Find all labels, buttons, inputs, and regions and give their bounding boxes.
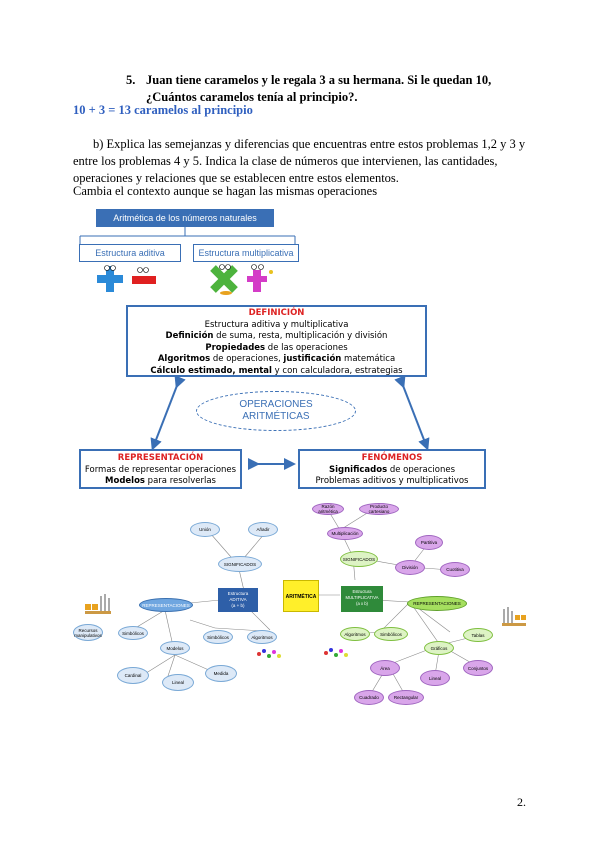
beads-left-icon xyxy=(257,649,281,658)
node-simbolicos-left: Simbólicos xyxy=(118,626,148,640)
representation-line-2: Modelos para resolverlas xyxy=(105,476,216,486)
multiplicative-structure-box: Estructura multiplicativa xyxy=(193,244,299,262)
phenomena-line-2: Problemas aditivos y multiplicativos xyxy=(315,476,469,486)
node-cuadrado: Cuadrado xyxy=(354,690,384,705)
problem-number: 5. xyxy=(126,73,136,87)
phenomena-title: FENÓMENOS xyxy=(361,453,423,463)
definition-line-2: Definición de suma, resta, multiplicació… xyxy=(165,331,388,341)
definition-line-5: Cálculo estimado, mental y con calculado… xyxy=(150,365,403,376)
center-line-2: ARITMÉTICAS xyxy=(242,411,310,422)
node-anadir: Añadir xyxy=(248,522,278,537)
node-graficos: Gráficos xyxy=(424,641,454,655)
beads-right-icon xyxy=(324,648,348,657)
node-producto: Producto cartesiano xyxy=(359,503,399,515)
definition-line-1: Estructura aditiva y multiplicativa xyxy=(204,319,349,330)
plus-minus-characters-icon xyxy=(97,265,156,292)
node-division: División xyxy=(395,560,425,575)
definition-title: DEFINICIÓN xyxy=(248,308,305,318)
answer-text: 10 + 3 = 13 caramelos al principio xyxy=(73,103,253,117)
problem-5: 5. Juan tiene caramelos y le regala 3 a s… xyxy=(126,72,526,106)
node-area: Área xyxy=(370,660,400,676)
part-b-line-3: operaciones y relaciones que se establec… xyxy=(73,171,399,185)
node-union: Unión xyxy=(190,522,220,537)
node-algoritmos-left: Algoritmos xyxy=(247,630,277,644)
mindmap-center: ARITMÉTICA xyxy=(283,580,319,612)
phenomena-box: FENÓMENOS Significados de operaciones Pr… xyxy=(298,449,486,489)
node-rectangular: Rectangular xyxy=(388,690,424,705)
node-cuotitiva: Cuotitiva xyxy=(440,562,470,577)
part-b-line-1: b) Explica las semejanzas y diferencias … xyxy=(93,137,526,151)
node-representaciones-left: REPRESENTACIONES xyxy=(139,598,193,612)
phenomena-line-1: Significados de operaciones xyxy=(329,464,455,475)
node-cardinal: Cardinal xyxy=(117,667,149,684)
operations-center-ellipse: OPERACIONES ARITMÉTICAS xyxy=(196,391,356,431)
node-simbolicos-right: Simbólicos xyxy=(374,627,408,641)
node-multiplicacion: Multiplicación xyxy=(327,527,363,540)
part-b-paragraph: b) Explica las semejanzas y diferencias … xyxy=(73,136,530,187)
node-modelos-left: Modelos xyxy=(160,641,190,655)
node-algoritmos-right: Algoritmos xyxy=(340,627,370,641)
node-lineal-right: Lineal xyxy=(420,670,450,686)
part-b-line-2: entre los problemas 4 y 5. Indica la cla… xyxy=(73,154,498,168)
node-significados-left: SIGNIFICADOS xyxy=(218,556,262,572)
node-significados-right: SIGNIFICADOS xyxy=(340,551,378,567)
representation-title: REPRESENTACIÓN xyxy=(117,453,204,463)
problem-line-2: ¿Cuántos caramelos tenía al principio?. xyxy=(146,90,358,104)
times-divide-characters-icon xyxy=(210,264,273,295)
abacus-left-icon xyxy=(85,594,111,614)
diagram-arrows xyxy=(150,375,430,470)
problem-line-1: Juan tiene caramelos y le regala 3 a su … xyxy=(146,73,492,87)
node-medida: Medida xyxy=(205,665,237,682)
node-partitiva: Partitiva xyxy=(415,535,443,550)
node-simbolicos-2-left: Simbólicos xyxy=(203,630,233,644)
page-number: 2. xyxy=(517,795,526,809)
node-lineal-left: Lineal xyxy=(162,674,194,691)
node-conjuntos: Conjuntos xyxy=(463,660,493,676)
node-manipulativos: Recursos manipulativos xyxy=(73,624,103,641)
definition-line-4: Algoritmos de operaciones, justificación… xyxy=(157,354,396,364)
center-line-1: OPERACIONES xyxy=(239,399,313,410)
node-tablas: Tablas xyxy=(463,628,493,642)
representation-box: REPRESENTACIÓN Formas de representar ope… xyxy=(79,449,242,489)
context-note: Cambia el contexto aunque se hagan las m… xyxy=(73,184,378,198)
node-representaciones-right: REPRESENTACIONES xyxy=(407,596,467,611)
arithmetic-header-box: Aritmética de los números naturales xyxy=(96,209,274,227)
representation-line-1: Formas de representar operaciones xyxy=(84,464,237,475)
additive-structure-box: Estructura aditiva xyxy=(79,244,181,262)
definition-box: DEFINICIÓN Estructura aditiva y multipli… xyxy=(126,305,427,377)
definition-line-3: Propiedades de las operaciones xyxy=(205,342,348,353)
abacus-right-icon xyxy=(502,607,526,626)
node-razon: Razón aritmética xyxy=(312,503,344,515)
